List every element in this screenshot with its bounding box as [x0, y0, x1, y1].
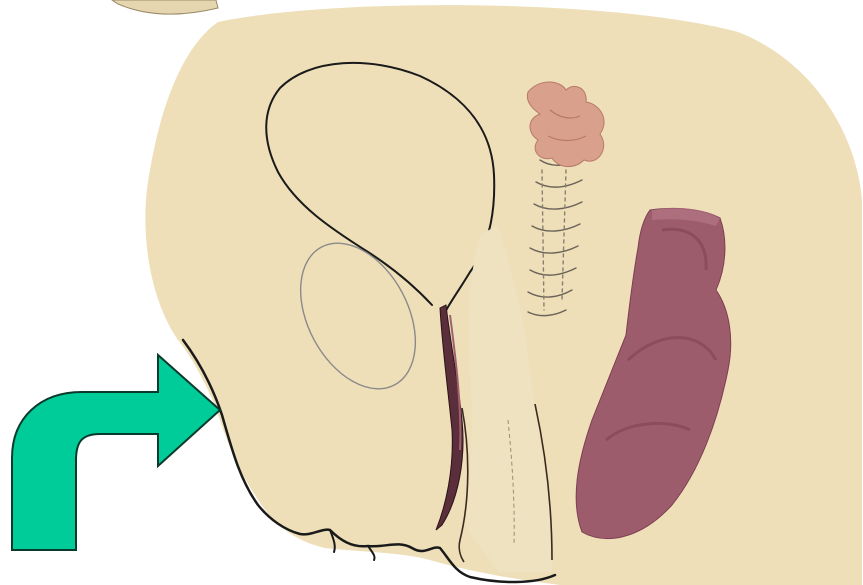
top-edge-fragment — [112, 0, 218, 14]
curved-arrow-icon — [12, 355, 220, 550]
